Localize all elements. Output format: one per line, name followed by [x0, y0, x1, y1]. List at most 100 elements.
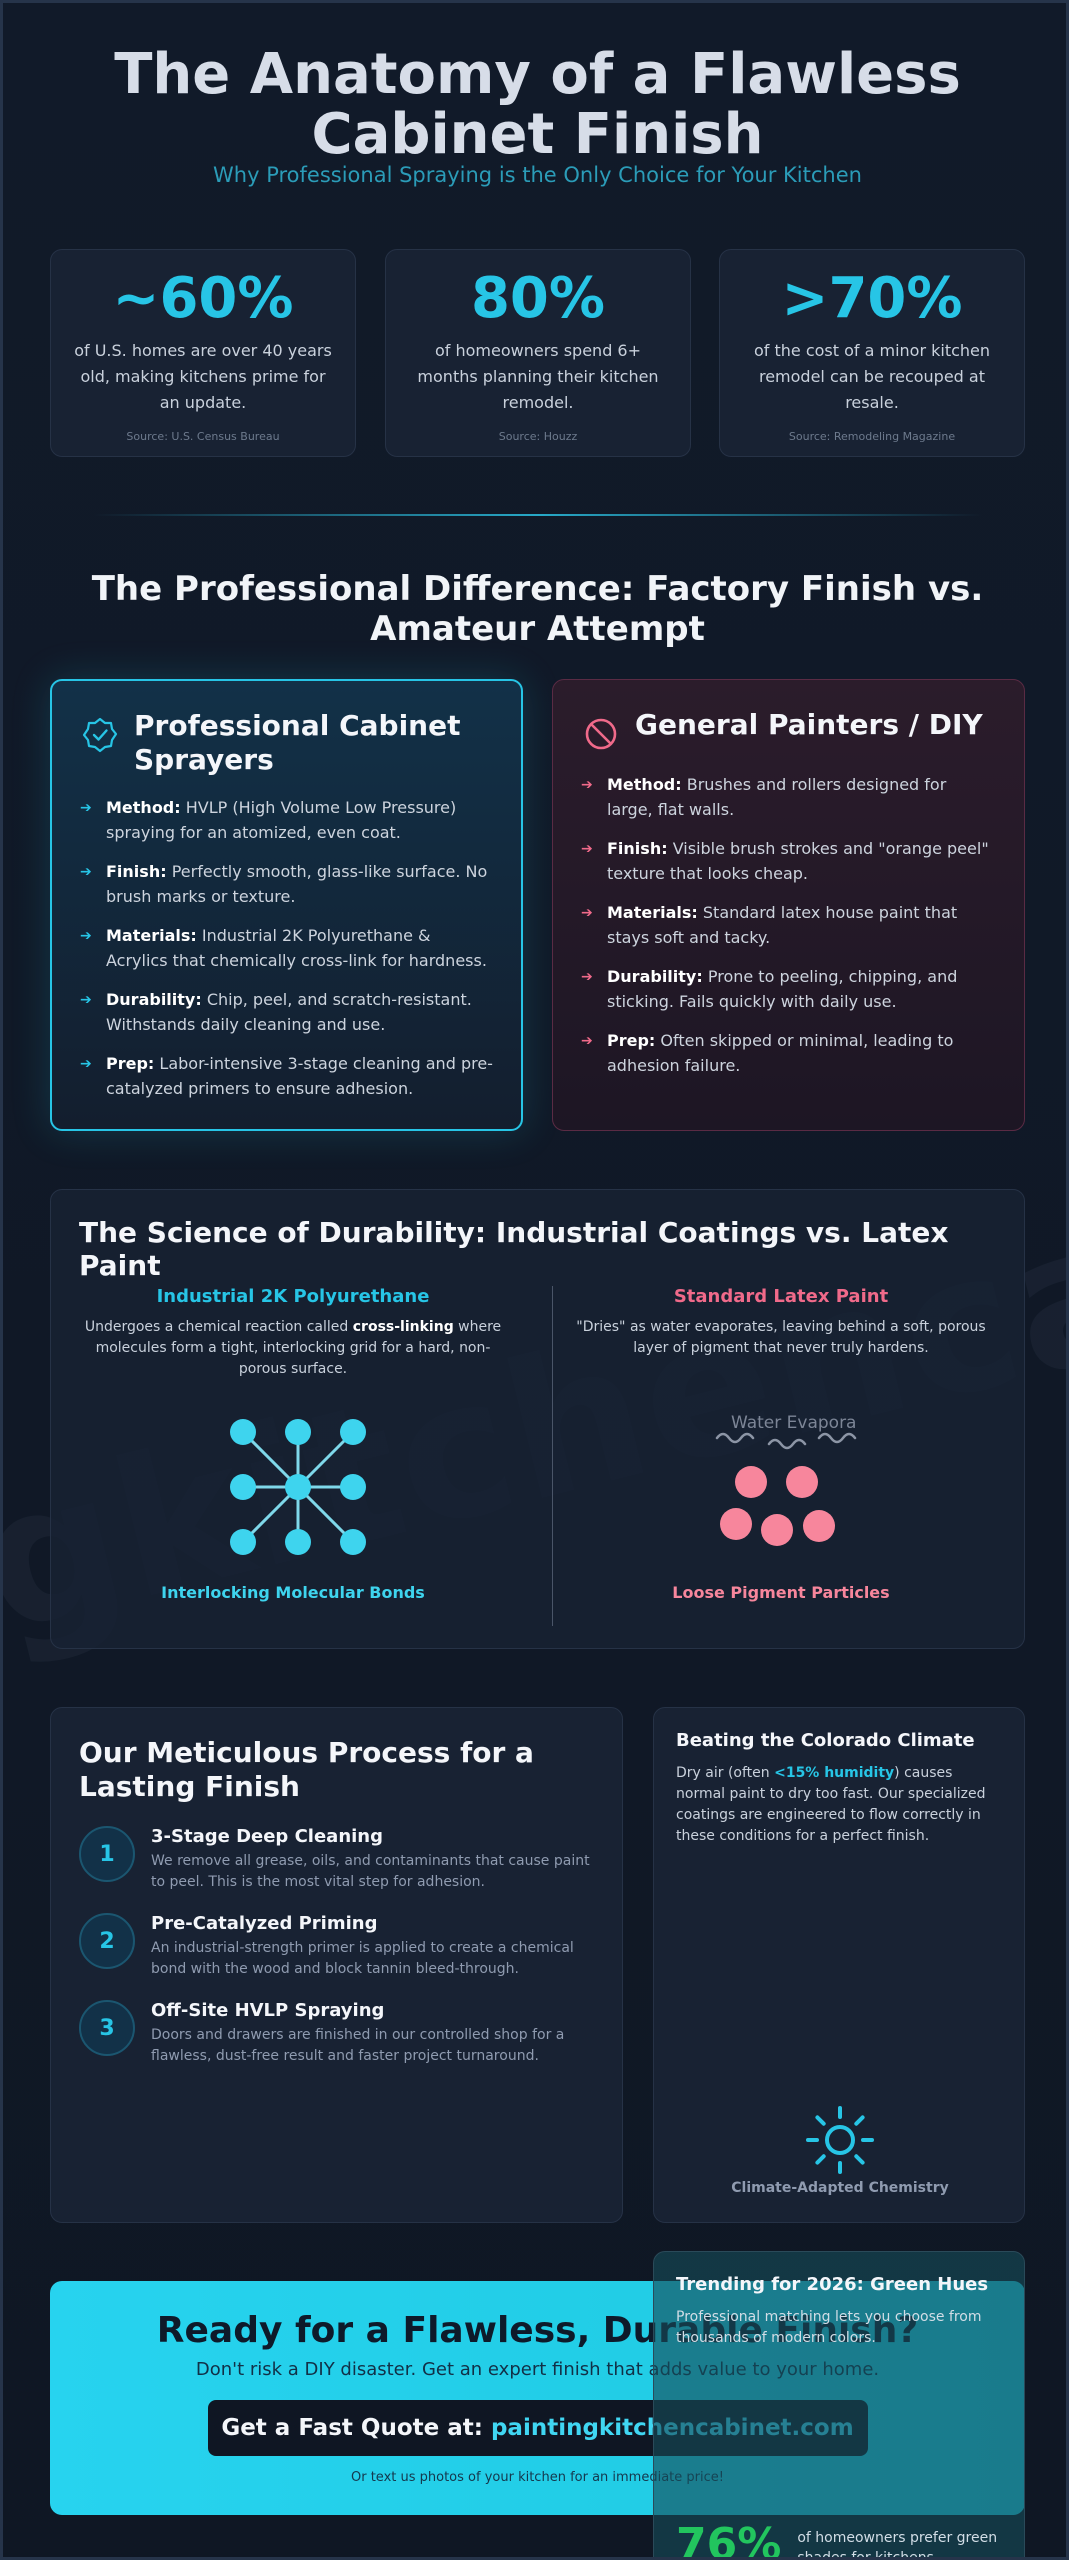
trend-text: Professional matching lets you choose fr… — [676, 2309, 982, 2346]
arrow-right-icon: ➔ — [80, 864, 92, 880]
badge-check-icon — [82, 717, 118, 753]
arrow-right-icon: ➔ — [581, 969, 593, 985]
process-section: Our Meticulous Process for a Lasting Fin… — [50, 1707, 623, 2223]
column-text: "Dries" as water evaporates, leaving beh… — [576, 1319, 986, 1356]
diagram-label: Water Evapora — [731, 1413, 856, 1433]
column-title: Standard Latex Paint — [673, 1286, 889, 1307]
stat-description: of the cost of a minor kitchen remodel c… — [753, 341, 991, 412]
item-text: Prone to peeling, chipping, and sticking… — [607, 967, 958, 1011]
step-text: An industrial-strength primer is applied… — [151, 1940, 574, 1977]
arrow-right-icon: ➔ — [581, 777, 593, 793]
item-text: Perfectly smooth, glass-like surface. No… — [106, 862, 488, 906]
climate-card: Beating the Colorado Climate Dry air (of… — [653, 1707, 1025, 2223]
feature-list: ➔ Method: Brushes and rollers designed fo… — [581, 772, 996, 1078]
sun-icon — [806, 2106, 874, 2174]
step-number: 1 — [79, 1826, 135, 1882]
card-title: General Painters / DIY — [635, 708, 983, 741]
step-title: 3-Stage Deep Cleaning — [151, 1826, 383, 1847]
item-text: HVLP (High Volume Low Pressure) spraying… — [106, 798, 457, 842]
arrow-right-icon: ➔ — [581, 905, 593, 921]
stat-value: 80% — [470, 266, 606, 331]
step-text: We remove all grease, oils, and contamin… — [151, 1853, 590, 1890]
process-step: 2 Pre-Catalyzed Priming An industrial-str… — [79, 1913, 594, 1980]
difference-title: The Professional Difference: Factory Fin… — [3, 569, 1066, 649]
arrow-right-icon: ➔ — [80, 928, 92, 944]
hero-title-line2: Cabinet Finish — [311, 102, 764, 167]
list-item: ➔Finish: Visible brush strokes and "oran… — [581, 836, 996, 886]
water-evaporation-icon — [715, 1432, 857, 1450]
list-item: ➔Prep: Often skipped or minimal, leading… — [581, 1028, 996, 1078]
hero-subtitle: Why Professional Spraying is the Only Ch… — [213, 163, 862, 187]
list-item: ➔ Durability: Prone to peeling, chipping,… — [581, 964, 996, 1014]
card-title: Professional Cabinet Sprayers — [134, 709, 461, 776]
list-item: ➔ Materials: Standard latex house paint t… — [581, 900, 996, 950]
item-text: Industrial 2K Polyurethane & Acrylics th… — [106, 926, 487, 970]
item-label: Method: — [607, 775, 682, 794]
item-label: Prep: — [607, 1031, 656, 1050]
list-item: ➔Finish: Perfectly smooth, glass-like su… — [80, 859, 493, 909]
arrow-right-icon: ➔ — [80, 992, 92, 1008]
list-item: ➔ Materials: Industrial 2K Polyurethane &… — [80, 923, 493, 973]
stat-card: 80% of homeowners spend 6+ months planni… — [385, 249, 691, 457]
arrow-right-icon: ➔ — [581, 841, 593, 857]
item-text: Brushes and rollers designed for large, … — [607, 775, 947, 819]
item-label: Materials: — [607, 903, 698, 922]
ban-icon — [585, 718, 617, 750]
cta-note: Or text us photos of your kitchen for an… — [351, 2470, 724, 2485]
item-label: Durability: — [106, 990, 202, 1009]
diy-painters-card: General Painters / DIY ➔ Method: Brushes … — [552, 679, 1025, 1131]
stat-description: of homeowners spend 6+ months planning t… — [417, 341, 659, 412]
latex-column: Standard Latex Paint "Dries" as water ev… — [551, 1286, 1011, 1359]
list-item: ➔ Durability: Chip, peel, and scratch-res… — [80, 987, 493, 1037]
science-title: The Science of Durability: Industrial Co… — [79, 1216, 949, 1282]
step-number: 2 — [79, 1913, 135, 1969]
trend-stat: 76% of homeowners prefer green shades fo… — [676, 2519, 998, 2560]
stat-value: >70% — [781, 266, 963, 331]
difference-title-line1: The Professional Difference: Factory Fin… — [91, 569, 984, 609]
list-item: ➔ Method: HVLP (High Volume Low Pressure)… — [80, 795, 493, 845]
step-title: Off-Site HVLP Spraying — [151, 2000, 385, 2021]
stat-source: Source: Houzz — [498, 430, 578, 443]
item-text: Standard latex house paint that stays so… — [607, 903, 958, 947]
process-title: Our Meticulous Process for a Lasting Fin… — [79, 1736, 534, 1803]
molecular-grid-diagram — [230, 1419, 366, 1555]
feature-list: ➔ Method: HVLP (High Volume Low Pressure)… — [80, 795, 493, 1101]
column-separator — [552, 1286, 553, 1626]
stat-value: ~60% — [112, 266, 294, 331]
polyurethane-column: Industrial 2K Polyurethane Undergoes a c… — [63, 1286, 523, 1380]
trend-stat-value: 76% — [676, 2519, 782, 2560]
stat-source: Source: U.S. Census Bureau — [126, 430, 280, 443]
stat-card: ~60% of U.S. homes are over 40 years old… — [50, 249, 356, 457]
diagram-caption: Loose Pigment Particles — [672, 1583, 890, 1602]
item-label: Materials: — [106, 926, 197, 945]
item-label: Prep: — [106, 1054, 155, 1073]
professional-sprayers-card: Professional Cabinet Sprayers ➔ Method: H… — [50, 679, 523, 1131]
list-item: ➔ Prep: Labor-intensive 3-stage cleaning … — [80, 1051, 493, 1101]
item-text: Chip, peel, and scratch-resistant. Withs… — [106, 990, 472, 1034]
process-step: 1 3-Stage Deep Cleaning We remove all gre… — [79, 1826, 594, 1893]
arrow-right-icon: ➔ — [80, 800, 92, 816]
trend-card: Trending for 2026: Green Hues Profession… — [653, 2251, 1025, 2560]
arrow-right-icon: ➔ — [80, 1056, 92, 1072]
stat-description: of U.S. homes are over 40 years old, mak… — [74, 341, 332, 412]
hero-title: The Anatomy of a Flawless Cabinet Finish — [3, 45, 1066, 167]
trend-stat-text: of homeowners prefer green shades for ki… — [797, 2530, 998, 2560]
item-text: Visible brush strokes and "orange peel" … — [607, 839, 989, 883]
stat-card: >70% of the cost of a minor kitchen remo… — [719, 249, 1025, 457]
item-label: Durability: — [607, 967, 703, 986]
step-number: 3 — [79, 2000, 135, 2056]
list-item: ➔ Method: Brushes and rollers designed fo… — [581, 772, 996, 822]
climate-caption: Climate-Adapted Chemistry — [731, 2180, 949, 2196]
trend-title: Trending for 2026: Green Hues — [676, 2274, 989, 2295]
section-divider — [93, 514, 983, 516]
button-prefix: Get a Fast Quote at: — [221, 2415, 491, 2441]
column-title: Industrial 2K Polyurethane — [156, 1286, 430, 1307]
arrow-right-icon: ➔ — [581, 1033, 593, 1049]
pigment-particles-diagram: Water Evapora — [715, 1413, 857, 1546]
science-section: The Science of Durability: Industrial Co… — [50, 1189, 1025, 1649]
step-title: Pre-Catalyzed Priming — [151, 1913, 378, 1934]
item-text: Labor-intensive 3-stage cleaning and pre… — [106, 1054, 493, 1098]
item-label: Method: — [106, 798, 181, 817]
